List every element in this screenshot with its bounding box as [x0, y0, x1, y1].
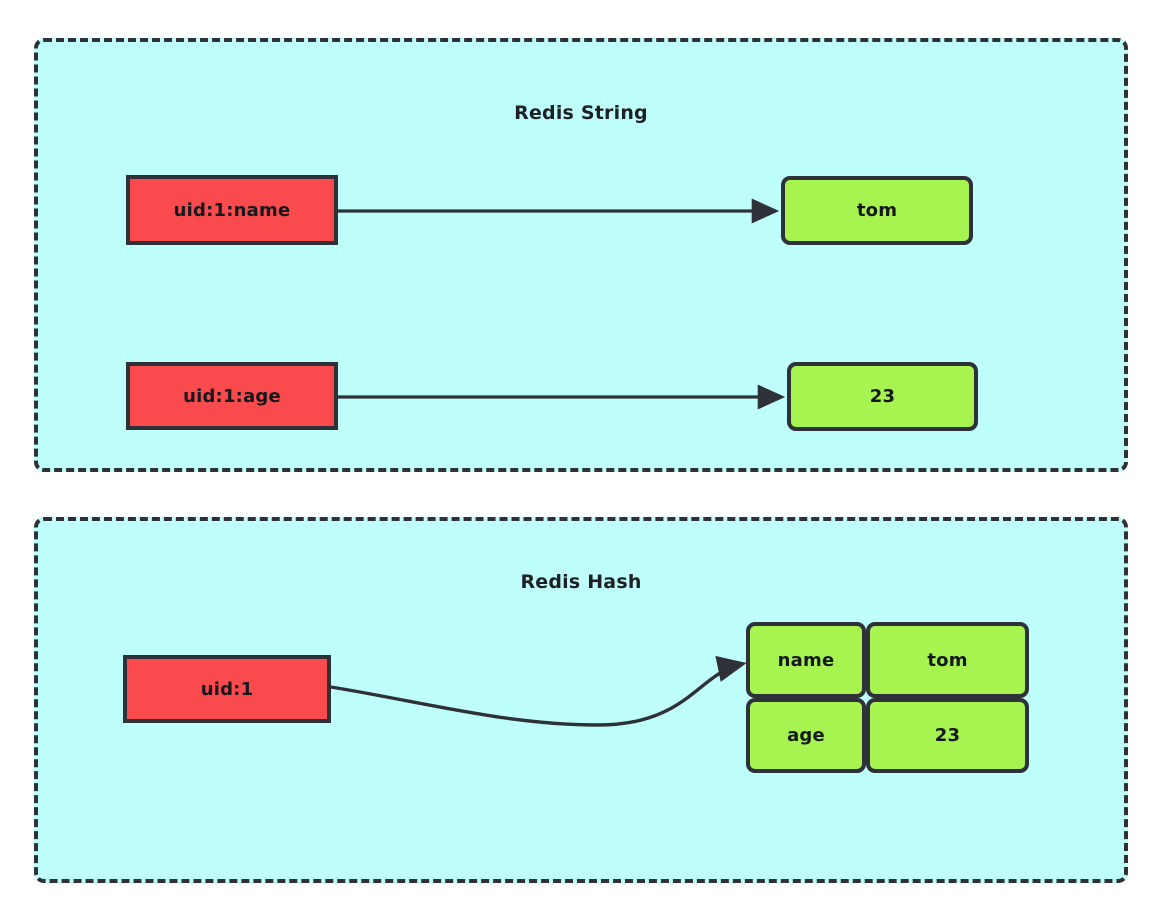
key-box-uid-1-age[interactable]: uid:1:age	[126, 362, 338, 430]
panel-redis-hash: Redis Hash uid:1 name tom age 23	[34, 517, 1128, 883]
key-box-uid-1-name[interactable]: uid:1:name	[126, 175, 338, 245]
hash-table: name tom age 23	[746, 622, 1029, 773]
panel-title-redis-hash: Redis Hash	[520, 571, 642, 593]
hash-value-23[interactable]: 23	[866, 698, 1029, 773]
key-box-uid-1[interactable]: uid:1	[123, 655, 331, 723]
panel-title-redis-string: Redis String	[514, 102, 648, 124]
panel-redis-string: Redis String uid:1:name tom uid:1:age 23	[34, 38, 1128, 472]
value-box-23[interactable]: 23	[787, 362, 978, 431]
arrow-uid1-to-hash-table	[330, 655, 747, 727]
hash-value-tom[interactable]: tom	[866, 622, 1029, 698]
hash-field-age[interactable]: age	[746, 698, 866, 773]
hash-field-name[interactable]: name	[746, 622, 866, 698]
value-box-tom[interactable]: tom	[781, 176, 973, 245]
